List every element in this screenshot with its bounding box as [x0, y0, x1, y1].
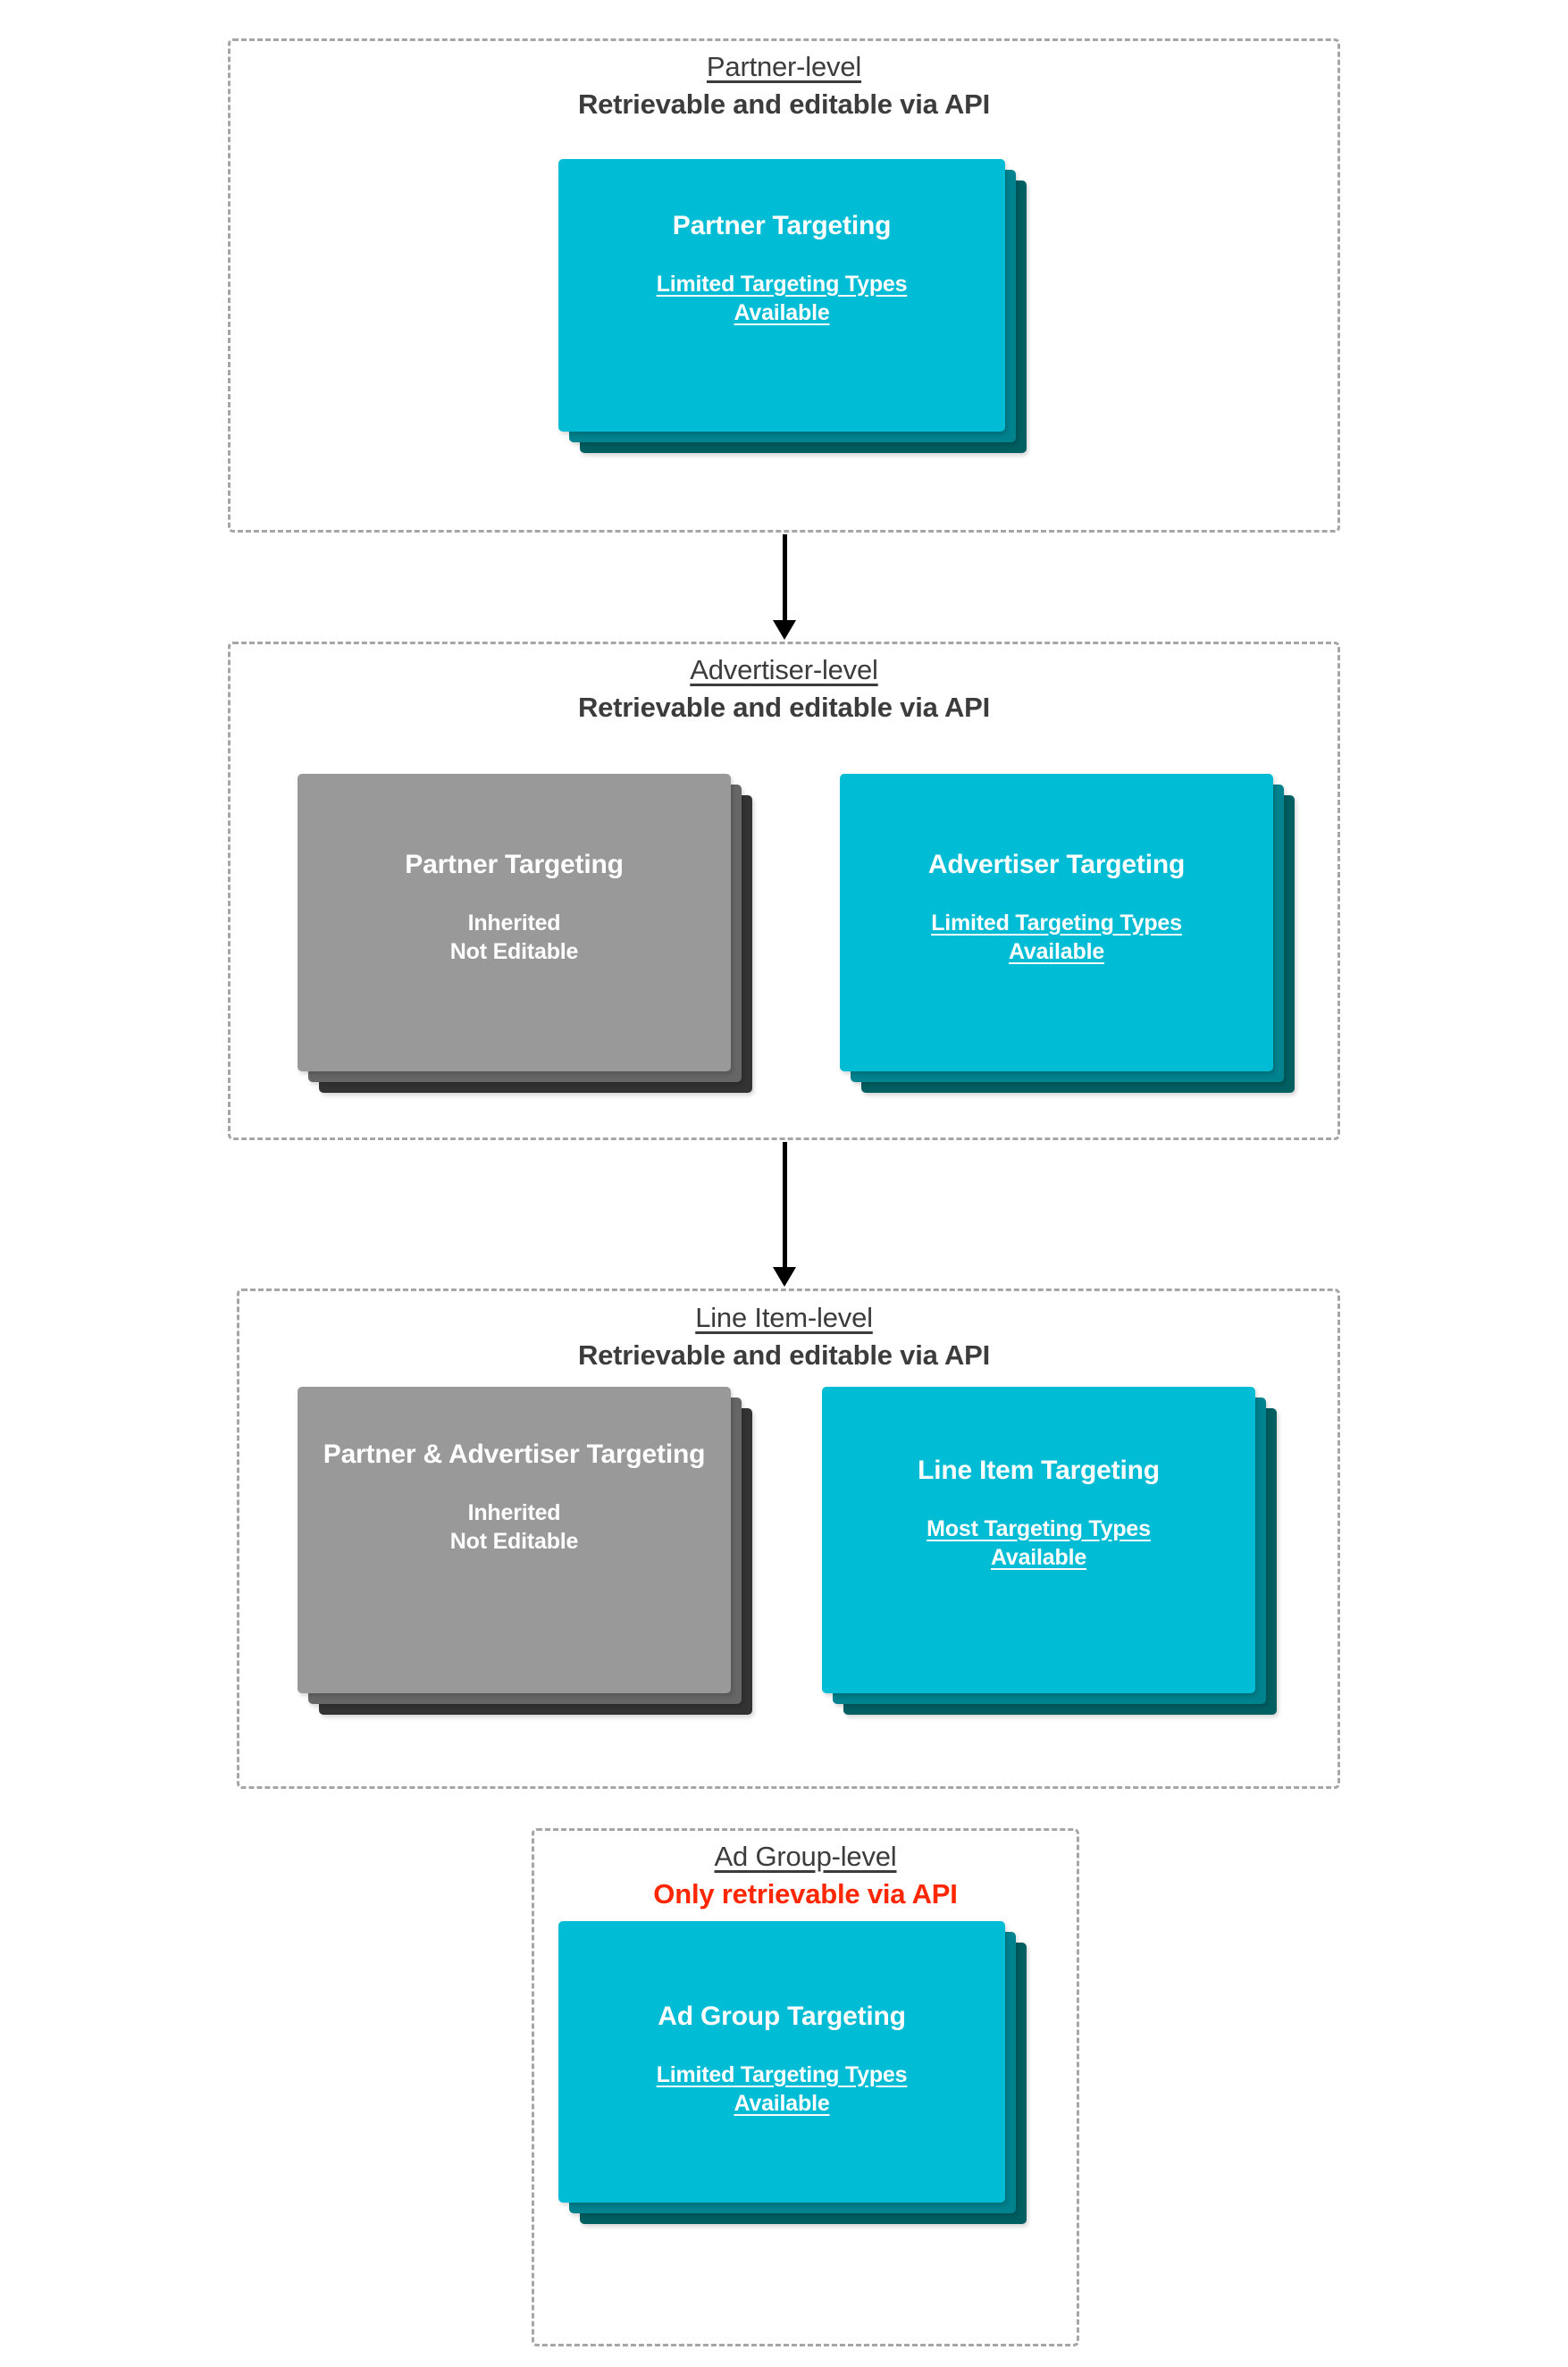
card-face-partner-advertiser-targeting-inherited: Partner & Advertiser Targeting Inherited…: [298, 1387, 731, 1693]
card-stack-line-item-targeting[interactable]: Line Item Targeting Most Targeting Types…: [822, 1387, 1277, 1715]
level-subtitle-partner: Retrievable and editable via API: [577, 88, 991, 121]
card-title: Partner Targeting: [405, 850, 624, 879]
level-heading-adgroup: Ad Group-level Only retrievable via API: [532, 1839, 1079, 1912]
level-container-adgroup: [532, 1828, 1079, 2346]
level-container-advertiser: [228, 642, 1340, 1140]
level-heading-lineitem: Line Item-level Retrievable and editable…: [0, 1300, 1568, 1373]
level-title-partner: Partner-level: [706, 51, 862, 82]
card-subtitle-line1: Inherited: [467, 1499, 561, 1525]
card-layer-front: Advertiser Targeting Limited Targeting T…: [840, 774, 1273, 1071]
level-title-adgroup: Ad Group-level: [714, 1841, 897, 1872]
card-face-partner-targeting: Partner Targeting Limited Targeting Type…: [558, 159, 1005, 432]
level-subtitle-adgroup: Only retrievable via API: [653, 1878, 958, 1910]
level-container-lineitem: [237, 1288, 1340, 1789]
card-subtitle-line2: Available: [734, 300, 830, 326]
card-subtitle-line2: Available: [1008, 939, 1105, 965]
level-subtitle-lineitem: Retrievable and editable via API: [577, 1339, 991, 1372]
card-stack-partner-targeting-inherited[interactable]: Partner Targeting Inherited Not Editable: [298, 774, 752, 1093]
card-face-line-item-targeting: Line Item Targeting Most Targeting Types…: [822, 1387, 1255, 1693]
card-subtitle-line1: Inherited: [467, 910, 561, 936]
level-heading-advertiser: Advertiser-level Retrievable and editabl…: [0, 652, 1568, 726]
card-face-partner-targeting-inherited: Partner Targeting Inherited Not Editable: [298, 774, 731, 1071]
card-layer-front: Partner Targeting Inherited Not Editable: [298, 774, 731, 1071]
card-face-advertiser-targeting: Advertiser Targeting Limited Targeting T…: [840, 774, 1273, 1071]
card-title: Partner Targeting: [672, 211, 892, 240]
card-subtitle-line1: Most Targeting Types: [927, 1515, 1151, 1541]
card-stack-partner-advertiser-targeting-inherited[interactable]: Partner & Advertiser Targeting Inherited…: [298, 1387, 752, 1715]
level-subtitle-advertiser: Retrievable and editable via API: [577, 692, 991, 724]
level-heading-partner: Partner-level Retrievable and editable v…: [0, 49, 1568, 122]
card-layer-front: Partner Targeting Limited Targeting Type…: [558, 159, 1005, 432]
level-title-advertiser: Advertiser-level: [690, 654, 878, 685]
card-title: Partner & Advertiser Targeting: [323, 1440, 706, 1469]
card-subtitle-line2: Available: [734, 2091, 830, 2117]
card-subtitle-line2: Not Editable: [449, 1529, 579, 1555]
arrow-head-icon: [773, 1267, 796, 1287]
card-face-ad-group-targeting: Ad Group Targeting Limited Targeting Typ…: [558, 1921, 1005, 2203]
arrow-head-icon: [773, 620, 796, 640]
card-subtitle-line1: Limited Targeting Types: [656, 271, 908, 297]
card-title: Line Item Targeting: [918, 1456, 1160, 1485]
card-layer-front: Ad Group Targeting Limited Targeting Typ…: [558, 1921, 1005, 2203]
card-stack-advertiser-targeting[interactable]: Advertiser Targeting Limited Targeting T…: [840, 774, 1295, 1093]
card-title: Ad Group Targeting: [658, 2002, 906, 2031]
level-title-lineitem: Line Item-level: [695, 1302, 873, 1333]
level-container-partner: [228, 38, 1340, 533]
card-subtitle-line2: Not Editable: [449, 939, 579, 965]
card-stack-ad-group-targeting[interactable]: Ad Group Targeting Limited Targeting Typ…: [558, 1921, 1027, 2224]
card-stack-partner-targeting[interactable]: Partner Targeting Limited Targeting Type…: [558, 159, 1027, 453]
card-layer-front: Line Item Targeting Most Targeting Types…: [822, 1387, 1255, 1693]
arrow-line: [783, 1142, 787, 1267]
card-title: Advertiser Targeting: [927, 850, 1186, 879]
card-subtitle-line2: Available: [990, 1545, 1087, 1571]
arrow-line: [783, 534, 787, 620]
card-subtitle-line1: Limited Targeting Types: [656, 2061, 908, 2087]
card-layer-front: Partner & Advertiser Targeting Inherited…: [298, 1387, 731, 1693]
card-subtitle-line1: Limited Targeting Types: [931, 910, 1182, 936]
